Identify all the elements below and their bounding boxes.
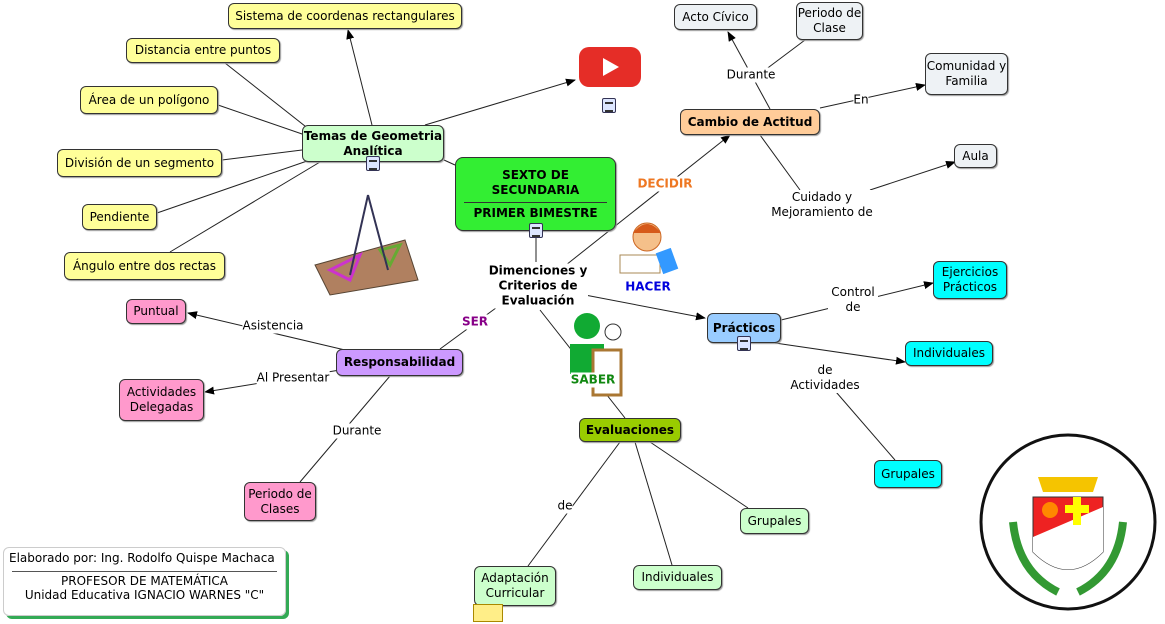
document-icon[interactable] [737,336,751,351]
link-label: Control de [828,285,878,315]
youtube-icon[interactable] [579,47,641,87]
topic-node[interactable]: Sistema de coordenas rectangulares [228,3,462,29]
compass-ruler-image [310,190,420,300]
topic-node[interactable]: Ángulo entre dos rectas [64,252,225,280]
center-line2: SECUNDARIA [491,182,580,197]
link-label: de [557,498,573,514]
center-line1: SEXTO DE [502,167,569,182]
footer-credits: Elaborado por: Ing. Rodolfo Quispe Macha… [3,547,286,616]
saber-label: SABER [570,372,616,388]
link-label: Asistencia [242,318,304,334]
responsabilidad-node[interactable]: Responsabilidad [336,349,463,376]
ser-label: SER [461,314,489,330]
topic-node[interactable]: Pendiente [82,204,157,230]
acto-civico-node[interactable]: Acto Cívico [674,4,757,30]
individuales-eval-node[interactable]: Individuales [633,565,722,590]
adaptacion-node[interactable]: Adaptación Curricular [474,566,556,606]
topic-node[interactable]: Área de un polígono [80,86,218,114]
puntual-node[interactable]: Puntual [126,299,186,324]
ejercicios-node[interactable]: Ejercicios Prácticos [933,261,1007,299]
role-text: PROFESOR DE MATEMÁTICA [12,571,277,588]
geometry-topics-node[interactable]: Temas de Geometria Analítica [302,125,444,162]
decidir-label: DECIDIR [637,176,693,192]
student-image [615,215,680,280]
aula-node[interactable]: Aula [954,144,997,168]
dimensions-concept[interactable]: Dimenciones y Criterios de Evaluación [488,263,588,309]
link-label: Al Presentar [256,370,330,386]
link-label: Cuidado y Mejoramiento de [767,190,877,220]
link-label: de Actividades [785,363,865,393]
individuales-node[interactable]: Individuales [905,341,993,366]
comunidad-node[interactable]: Comunidad y Familia [925,53,1008,95]
link-label: Durante [726,67,776,83]
document-icon[interactable] [366,156,380,171]
document-icon[interactable] [529,223,543,238]
link-label: Durante [332,423,382,439]
topic-node[interactable]: División de un segmento [57,149,222,177]
actividades-delegadas-node[interactable]: Actividades Delegadas [119,379,204,421]
document-icon[interactable] [602,98,616,113]
topic-node[interactable]: Distancia entre puntos [126,38,280,63]
school-logo [978,432,1158,612]
periodo-clases-node[interactable]: Periodo de Clases [244,482,316,521]
author-text: Elaborado por: Ing. Rodolfo Quispe Macha… [9,551,275,565]
note-icon[interactable] [473,604,503,622]
cambio-actitud-node[interactable]: Cambio de Actitud [680,109,820,135]
evaluaciones-node[interactable]: Evaluaciones [579,418,681,442]
hacer-label: HACER [625,279,671,294]
link-label: En [853,92,869,108]
center-line3: PRIMER BIMESTRE [463,201,608,221]
school-text: Unidad Educativa IGNACIO WARNES "C" [24,588,265,602]
periodo-clase-node[interactable]: Periodo de Clase [796,2,863,40]
grupales-eval-node[interactable]: Grupales [740,508,809,534]
grupales-node[interactable]: Grupales [874,460,942,488]
